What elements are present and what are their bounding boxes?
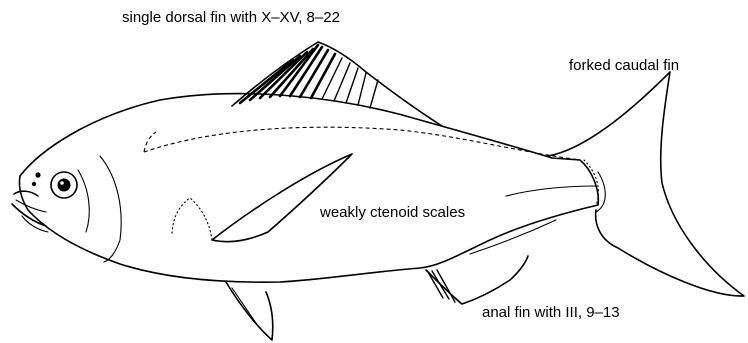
scales-label: weakly ctenoid scales [320,204,465,222]
fish-body [19,94,598,283]
caudal-fin-label: forked caudal fin [569,57,679,75]
nostrils [32,172,41,186]
lateral-line [144,127,580,160]
dorsal-fin-label: single dorsal fin with X–XV, 8–22 [122,9,340,27]
dorsal-fin [232,42,442,126]
pelvic-fin [226,282,273,340]
pectoral-fin [172,154,352,242]
anal-fin-label: anal fin with III, 9–13 [482,304,620,322]
eye-icon [51,172,77,198]
caudal-fin [548,72,744,296]
